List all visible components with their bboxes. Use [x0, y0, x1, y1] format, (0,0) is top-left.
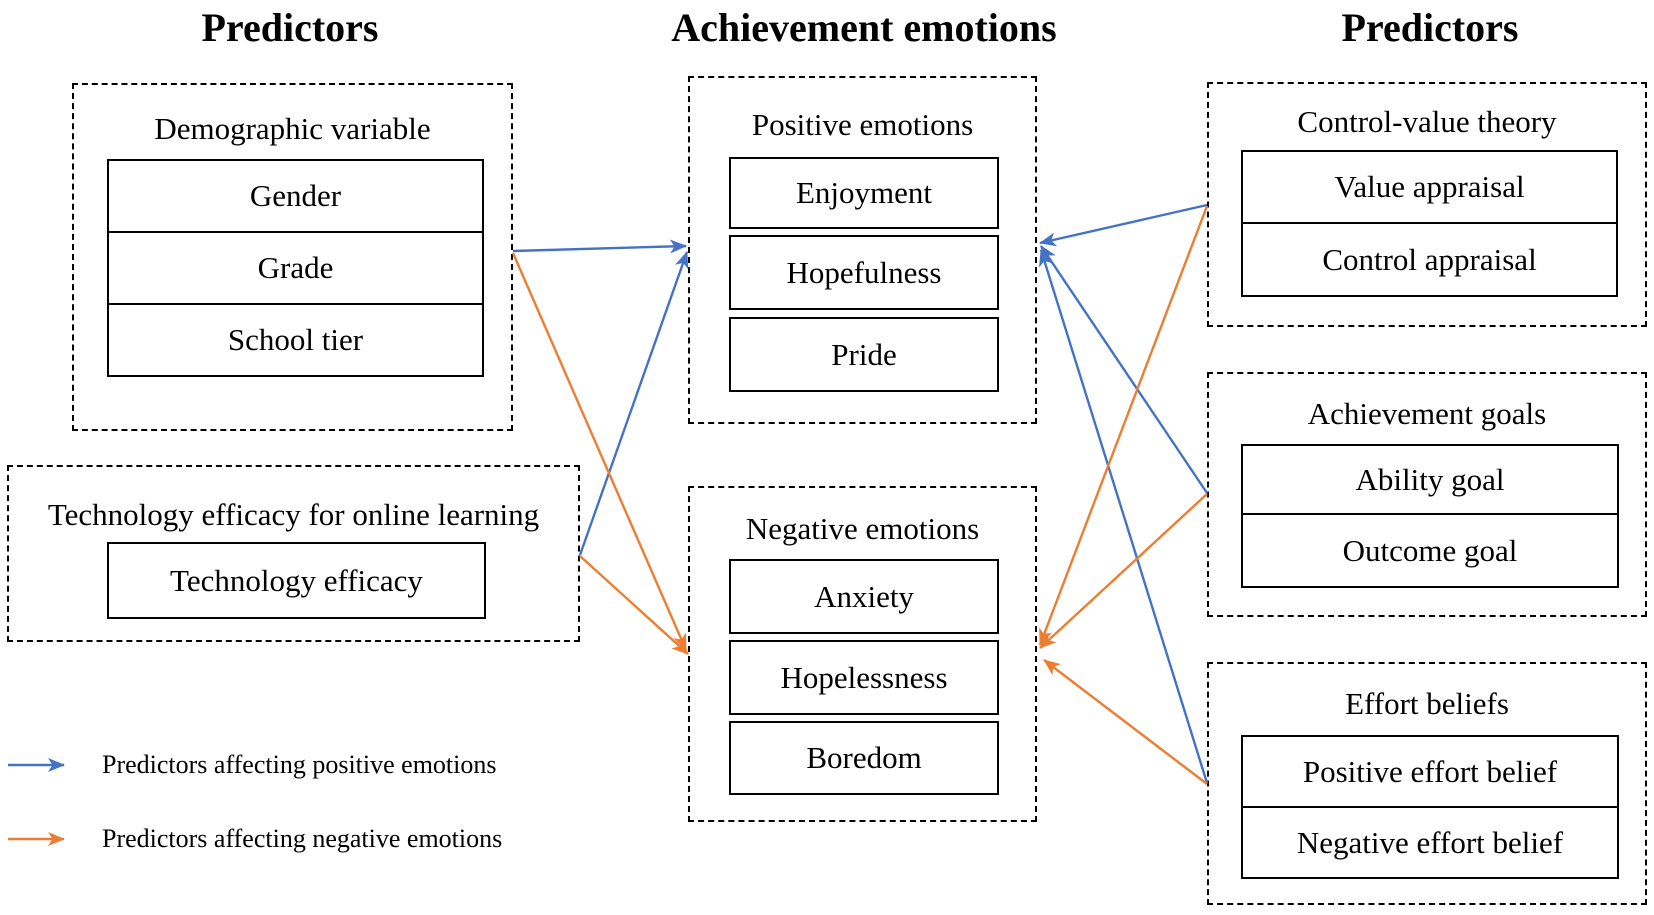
group-title: Positive emotions — [751, 107, 974, 142]
cell-hopelessness: Hopelessness — [729, 640, 999, 715]
group-control-value-theory: Control-value theory Value appraisal Con… — [1207, 82, 1647, 327]
group-demographic-variable: Demographic variable Gender Grade School… — [72, 83, 513, 431]
cell-positive-effort-belief: Positive effort belief — [1241, 735, 1619, 808]
header-achievement-emotions: Achievement emotions — [671, 5, 1057, 50]
arrow-control-value-to-positive — [1039, 203, 1208, 247]
cell-enjoyment: Enjoyment — [729, 157, 999, 229]
legend-negative-label: Predictors affecting negative emotions — [102, 824, 503, 853]
arrow-technology-to-negative — [579, 555, 689, 655]
group-negative-emotions: Negative emotions Anxiety Hopelessness B… — [688, 486, 1037, 822]
group-achievement-goals: Achievement goals Ability goal Outcome g… — [1207, 372, 1647, 617]
cell-anxiety: Anxiety — [729, 559, 999, 634]
cell-grade: Grade — [107, 231, 484, 305]
cell-negative-effort-belief: Negative effort belief — [1241, 806, 1619, 879]
cell-gender: Gender — [107, 159, 484, 233]
group-positive-emotions: Positive emotions Enjoyment Hopefulness … — [688, 76, 1037, 424]
cell-school-tier: School tier — [107, 303, 484, 377]
arrow-achievement-goals-to-positive — [1040, 245, 1208, 494]
group-title: Effort beliefs — [1345, 686, 1509, 721]
arrow-demographic-to-positive — [512, 239, 687, 254]
group-title: Demographic variable — [154, 111, 431, 146]
group-technology-efficacy: Technology efficacy for online learning … — [7, 465, 580, 642]
cell-hopefulness: Hopefulness — [729, 235, 999, 310]
cell-outcome-goal: Outcome goal — [1241, 513, 1619, 588]
group-title: Achievement goals — [1307, 396, 1547, 431]
cell-control-appraisal: Control appraisal — [1241, 222, 1618, 297]
cell-pride: Pride — [729, 317, 999, 392]
group-effort-beliefs: Effort beliefs Positive effort belief Ne… — [1207, 662, 1647, 905]
arrow-control-value-to-negative — [1038, 205, 1209, 646]
cell-technology-efficacy: Technology efficacy — [107, 542, 486, 619]
cell-value-appraisal: Value appraisal — [1241, 150, 1618, 224]
legend-positive-label: Predictors affecting positive emotions — [102, 750, 497, 779]
header-right-predictors: Predictors — [1341, 5, 1519, 50]
cell-ability-goal: Ability goal — [1241, 444, 1619, 515]
arrow-effort-beliefs-to-negative — [1043, 659, 1208, 785]
arrow-technology-to-positive — [578, 251, 689, 556]
arrow-effort-beliefs-to-positive — [1039, 249, 1209, 784]
arrow-achievement-goals-to-negative — [1039, 493, 1208, 649]
cell-boredom: Boredom — [729, 721, 999, 795]
group-title: Control-value theory — [1297, 104, 1557, 139]
group-title: Technology efficacy for online learning — [47, 497, 540, 532]
group-title: Negative emotions — [745, 511, 980, 546]
header-left-predictors: Predictors — [201, 5, 379, 50]
